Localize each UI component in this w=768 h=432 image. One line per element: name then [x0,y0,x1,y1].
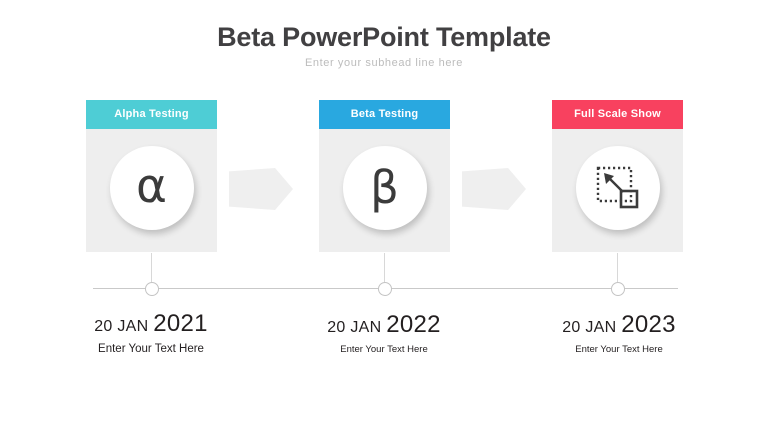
timeline-marker-2[interactable] [378,282,392,296]
date-caption-3: Enter Your Text Here [575,344,663,355]
date-block-3: 20 JAN 2023 Enter Your Text Here [524,311,714,355]
greek-beta-icon: β [370,160,399,214]
date-text-3: 20 JAN 2023 [524,311,714,339]
arrow-step1-to-step2 [229,168,293,210]
step-icon-circle-full-scale [575,146,660,230]
step-card-alpha[interactable]: Alpha Testing α [86,100,217,252]
date-year-2: 2022 [386,311,441,338]
date-block-2: 20 JAN 2022 Enter Your Text Here [289,311,479,355]
step-card-full-scale[interactable]: Full Scale Show [552,100,683,252]
timeline-tick-1 [151,253,152,288]
scale-expand-icon [596,166,638,209]
date-caption-1: Enter Your Text Here [98,343,204,355]
step-icon-circle-beta: β [342,146,427,230]
timeline-marker-3[interactable] [611,282,625,296]
step-icon-circle-alpha: α [109,146,194,230]
date-year-3: 2023 [621,311,676,338]
date-block-1: 20 JAN 2021 Enter Your Text Here [51,310,251,355]
timeline-marker-1[interactable] [145,282,159,296]
date-day-2: 20 JAN [327,319,387,336]
date-caption-2: Enter Your Text Here [340,344,428,355]
date-text-2: 20 JAN 2022 [289,311,479,339]
step-card-beta[interactable]: Beta Testing β [319,100,450,252]
date-day-3: 20 JAN [562,319,622,336]
timeline-tick-2 [384,253,385,288]
step-label-alpha: Alpha Testing [86,100,217,129]
date-year-1: 2021 [153,310,208,337]
arrow-step2-to-step3 [462,168,526,210]
step-label-beta: Beta Testing [319,100,450,129]
step-label-full-scale: Full Scale Show [552,100,683,129]
timeline-tick-3 [617,253,618,288]
page-title: Beta PowerPoint Template [217,22,551,52]
page-subtitle: Enter your subhead line here [304,57,464,69]
date-text-1: 20 JAN 2021 [51,310,251,338]
date-day-1: 20 JAN [94,318,154,335]
greek-alpha-icon: α [136,158,167,214]
